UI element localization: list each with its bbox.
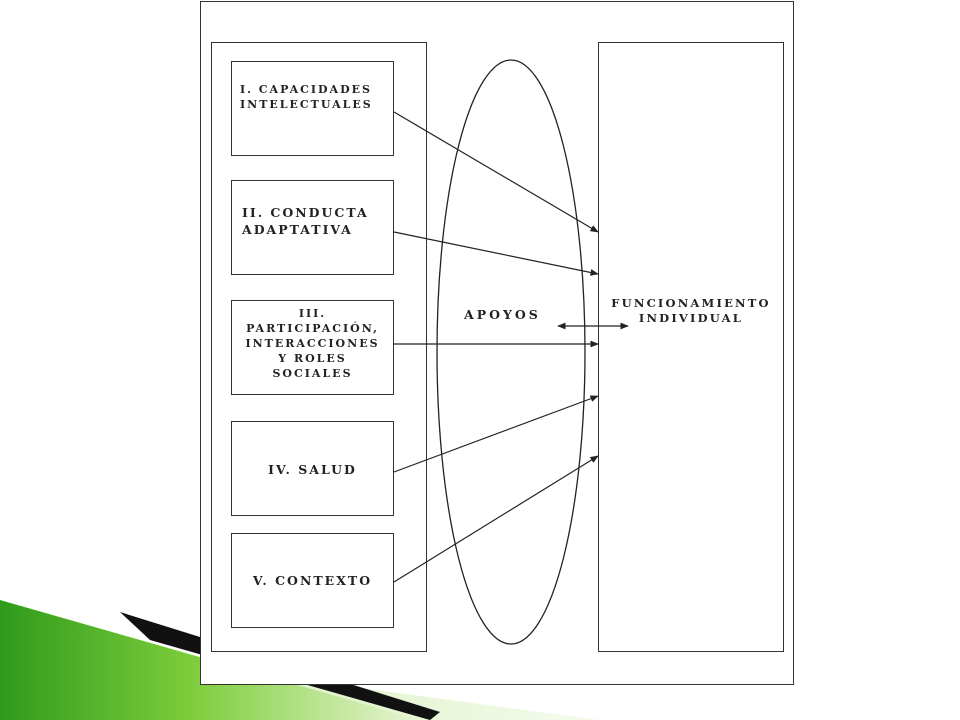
dimension-label: V. CONTEXTO <box>252 573 373 588</box>
dimension-box-salud: IV. SALUD <box>231 421 394 516</box>
apoyos-label: APOYOS <box>464 307 541 322</box>
funcionamiento-label: FUNCIONAMIENTO INDIVIDUAL <box>611 296 771 325</box>
dimension-label: I. CAPACIDADES INTELECTUALES <box>240 83 373 111</box>
dimension-box-contexto: V. CONTEXTO <box>231 533 394 628</box>
dimension-box-conducta: II. CONDUCTA ADAPTATIVA <box>231 180 394 275</box>
dimension-box-participacion: III. PARTICIPACIÓN, INTERACCIONES Y ROLE… <box>231 300 394 395</box>
outcome-panel <box>598 42 784 652</box>
dimension-box-capacidades: I. CAPACIDADES INTELECTUALES <box>231 61 394 156</box>
dimension-label: II. CONDUCTA ADAPTATIVA <box>242 205 369 237</box>
dimension-label: III. PARTICIPACIÓN, INTERACCIONES Y ROLE… <box>245 307 380 380</box>
dimension-label: IV. SALUD <box>268 462 357 477</box>
